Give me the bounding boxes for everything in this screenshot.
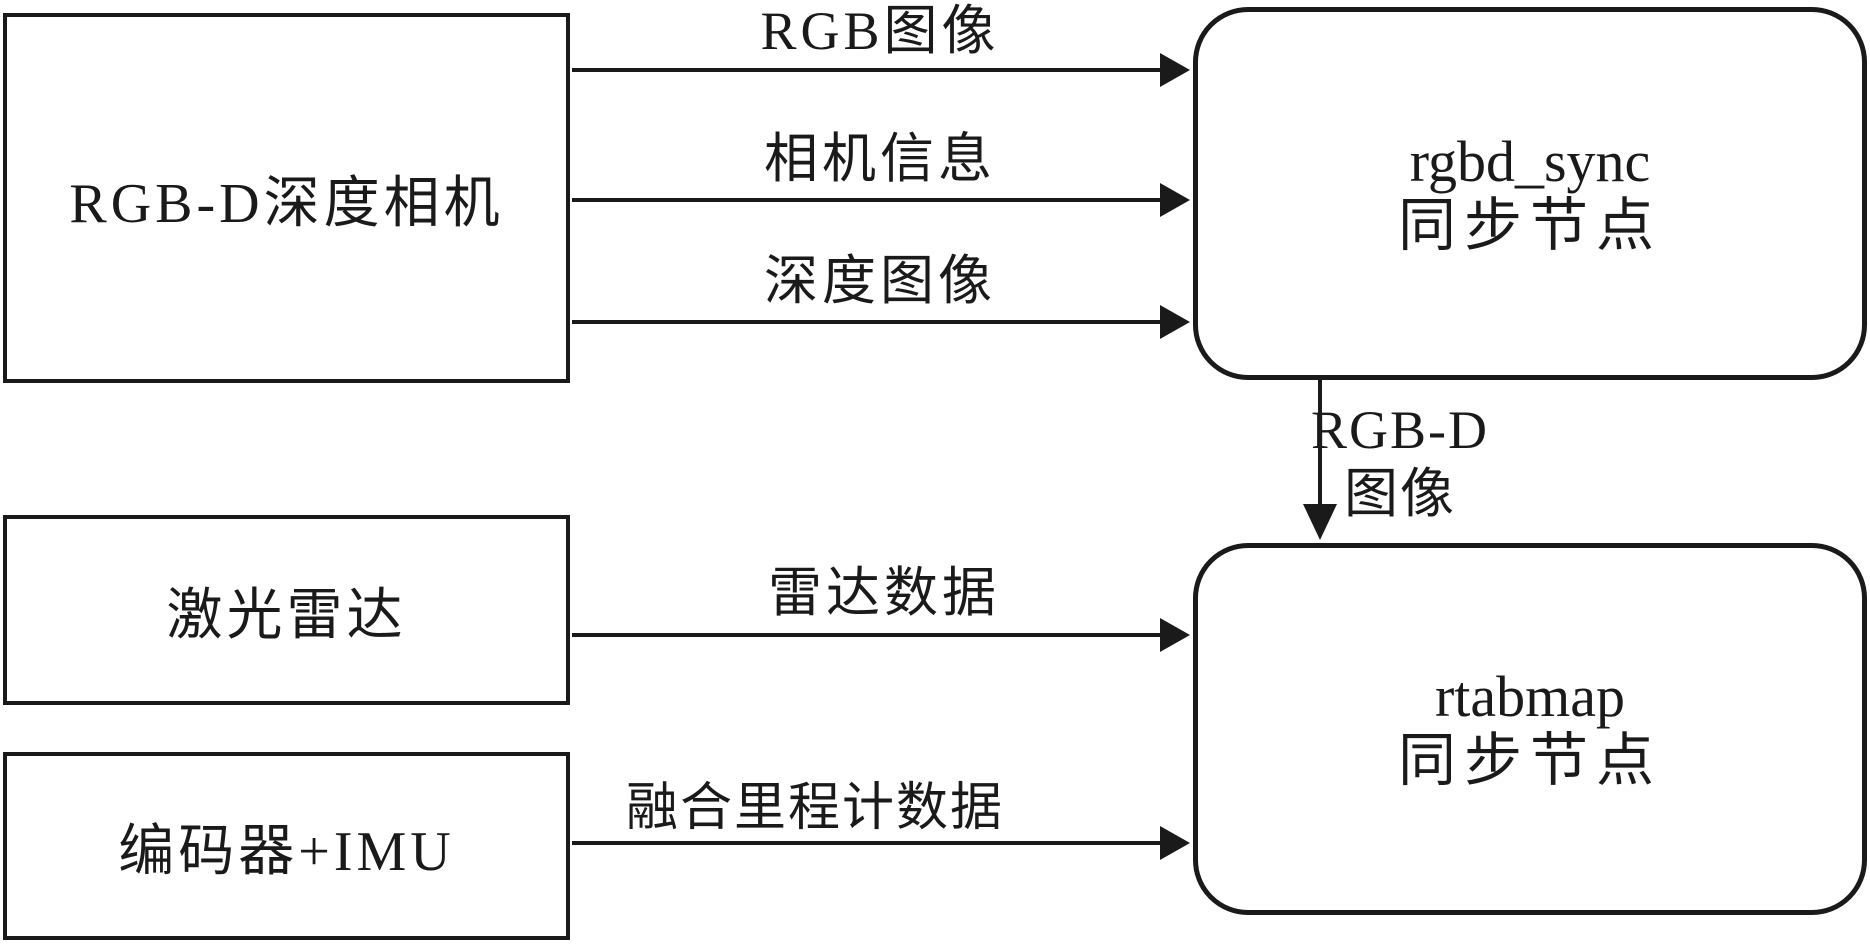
edge-label-depth-image: 深度图像 [764, 251, 996, 311]
node-rgbd-sync-name: rgbd_sync [1409, 128, 1651, 194]
edge-label-lidar-data: 雷达数据 [768, 563, 1000, 623]
edge-label-rgbd-image-line1: RGB-D [1310, 400, 1490, 460]
node-rgbd-sync-type: 同步节点 [1397, 192, 1662, 258]
edge-label-rgb-image: RGB图像 [760, 1, 1000, 61]
node-rtabmap-name: rtabmap [1434, 664, 1626, 729]
node-encoder-imu: 编码器+IMU [3, 752, 570, 940]
arrowhead-right-icon [1160, 183, 1190, 217]
arrowhead-right-icon [1160, 53, 1190, 87]
edge-label-fused-odometry: 融合里程计数据 [625, 780, 1005, 837]
edge-lidar-data-arrow [572, 618, 1190, 652]
arrowhead-right-icon [1160, 618, 1190, 652]
edge-label-rgbd-image-line2: 图像 [1343, 464, 1456, 524]
node-rgbd-camera: RGB-D深度相机 [3, 13, 570, 383]
edge-label-camera-info: 相机信息 [764, 129, 996, 189]
node-lidar: 激光雷达 [3, 515, 570, 705]
arrowhead-right-icon [1160, 826, 1190, 860]
node-encoder-imu-label: 编码器+IMU [118, 820, 455, 883]
edge-label-rgbd-image: RGB-D 图像 [1311, 398, 1489, 526]
node-rgbd-camera-label: RGB-D深度相机 [69, 172, 504, 235]
node-rtabmap: rtabmap 同步节点 [1193, 543, 1867, 915]
arrowhead-right-icon [1160, 305, 1190, 339]
node-rtabmap-type: 同步节点 [1397, 728, 1662, 793]
node-rgbd-sync: rgbd_sync 同步节点 [1193, 7, 1867, 380]
node-lidar-label: 激光雷达 [166, 584, 407, 647]
